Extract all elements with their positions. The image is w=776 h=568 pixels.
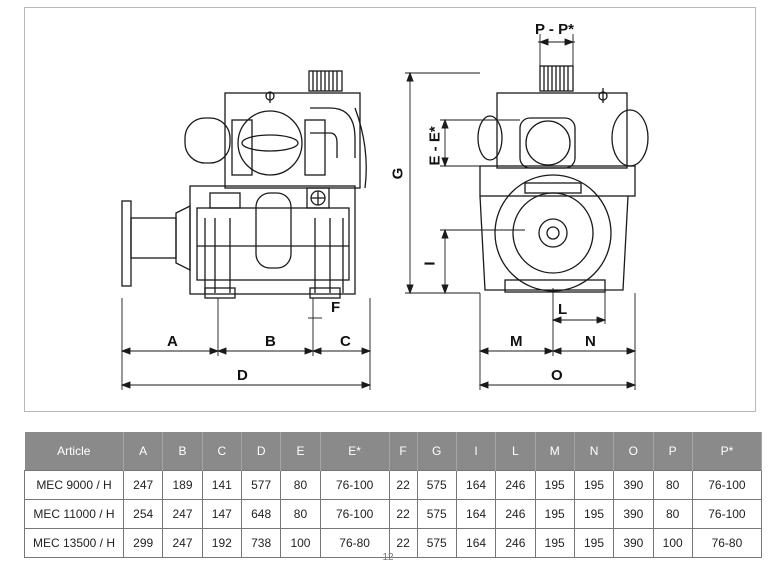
table-cell: 22 (388, 470, 418, 500)
table-cell: 254 (122, 499, 164, 529)
table-cell: 189 (162, 470, 203, 500)
table-row: MEC 13500 / H 299 247 192 738 100 76-80 … (24, 528, 763, 558)
table-header: C (202, 432, 242, 471)
table-cell: 246 (495, 470, 536, 500)
table-cell: 195 (573, 470, 615, 500)
table-cell: 247 (162, 499, 203, 529)
table-cell: 80 (280, 499, 321, 529)
table-cell: 76-100 (691, 499, 763, 529)
table-cell: 390 (613, 470, 654, 500)
table-header: E (280, 432, 321, 471)
table-cell: 164 (455, 499, 497, 529)
page-number: 12 (382, 552, 394, 563)
dim-label-d: D (237, 367, 248, 384)
table-cell: 22 (388, 499, 418, 529)
table-cell: 738 (240, 528, 282, 558)
dim-label-o: O (551, 367, 563, 384)
table-header: P* (692, 432, 763, 471)
dim-label-a: A (167, 333, 178, 350)
dim-label-n: N (585, 333, 596, 350)
dim-label-f: F (331, 299, 341, 316)
dim-label-m: M (510, 333, 523, 350)
table-cell: 247 (122, 470, 164, 500)
table-cell: 147 (201, 499, 242, 529)
dim-label-i: I (421, 261, 439, 266)
table-header: O (613, 432, 654, 471)
table-cell: 100 (652, 528, 693, 558)
table-cell: 80 (652, 499, 693, 529)
table-header: P (653, 432, 693, 471)
table-cell: 648 (240, 499, 282, 529)
table-header: A (123, 432, 164, 471)
table-header: G (417, 432, 457, 471)
technical-drawing: A B C D F G I E - E* P - P* L M N O (24, 7, 756, 412)
table-cell: 195 (534, 470, 575, 500)
table-cell: 76-100 (319, 470, 390, 500)
table-cell: MEC 11000 / H (24, 499, 124, 529)
dim-label-g: G (389, 167, 407, 180)
table-header: E* (320, 432, 390, 471)
table-header: N (574, 432, 615, 471)
table-cell: 577 (240, 470, 282, 500)
dim-label-p: P - P* (535, 21, 574, 38)
table-header-row: Article A B C D E E* F G I L M N O P P* (24, 432, 763, 471)
table-cell: 195 (573, 499, 615, 529)
dimensions-table: Article A B C D E E* F G I L M N O P P* … (24, 432, 763, 558)
table-cell: 76-80 (319, 528, 390, 558)
table-cell: 247 (162, 528, 203, 558)
table-cell: 195 (534, 499, 575, 529)
pump-drawing-svg (120, 34, 649, 390)
table-row: MEC 11000 / H 254 247 147 648 80 76-100 … (24, 499, 763, 529)
table-header: M (535, 432, 575, 471)
dim-label-b: B (265, 333, 276, 350)
table-header: L (495, 432, 536, 471)
table-header: D (241, 432, 282, 471)
table-cell: MEC 9000 / H (24, 470, 124, 500)
table-cell: 195 (573, 528, 615, 558)
table-cell: 76-100 (691, 470, 763, 500)
side-view (121, 70, 367, 299)
table-cell: 390 (613, 499, 654, 529)
table-cell: 80 (652, 470, 693, 500)
table-cell: MEC 13500 / H (24, 528, 124, 558)
dim-label-l: L (558, 301, 568, 318)
table-cell: 76-80 (691, 528, 763, 558)
table-cell: 575 (416, 499, 457, 529)
table-cell: 76-100 (319, 499, 390, 529)
table-cell: 246 (495, 499, 536, 529)
table-cell: 575 (416, 528, 457, 558)
table-row: MEC 9000 / H 247 189 141 577 80 76-100 2… (24, 470, 763, 500)
table-cell: 575 (416, 470, 457, 500)
dim-label-e: E - E* (426, 126, 444, 166)
table-cell: 100 (280, 528, 321, 558)
table-cell: 80 (280, 470, 321, 500)
table-header: I (456, 432, 497, 471)
table-header: Article (24, 432, 124, 471)
dim-label-c: C (340, 333, 351, 350)
table-header: B (162, 432, 203, 471)
table-cell: 164 (455, 470, 497, 500)
table-cell: 390 (613, 528, 654, 558)
table-cell: 192 (201, 528, 242, 558)
table-header: F (389, 432, 418, 471)
table-cell: 141 (201, 470, 242, 500)
table-cell: 299 (122, 528, 164, 558)
front-view (477, 65, 649, 293)
table-cell: 195 (534, 528, 575, 558)
table-cell: 22 (388, 528, 418, 558)
